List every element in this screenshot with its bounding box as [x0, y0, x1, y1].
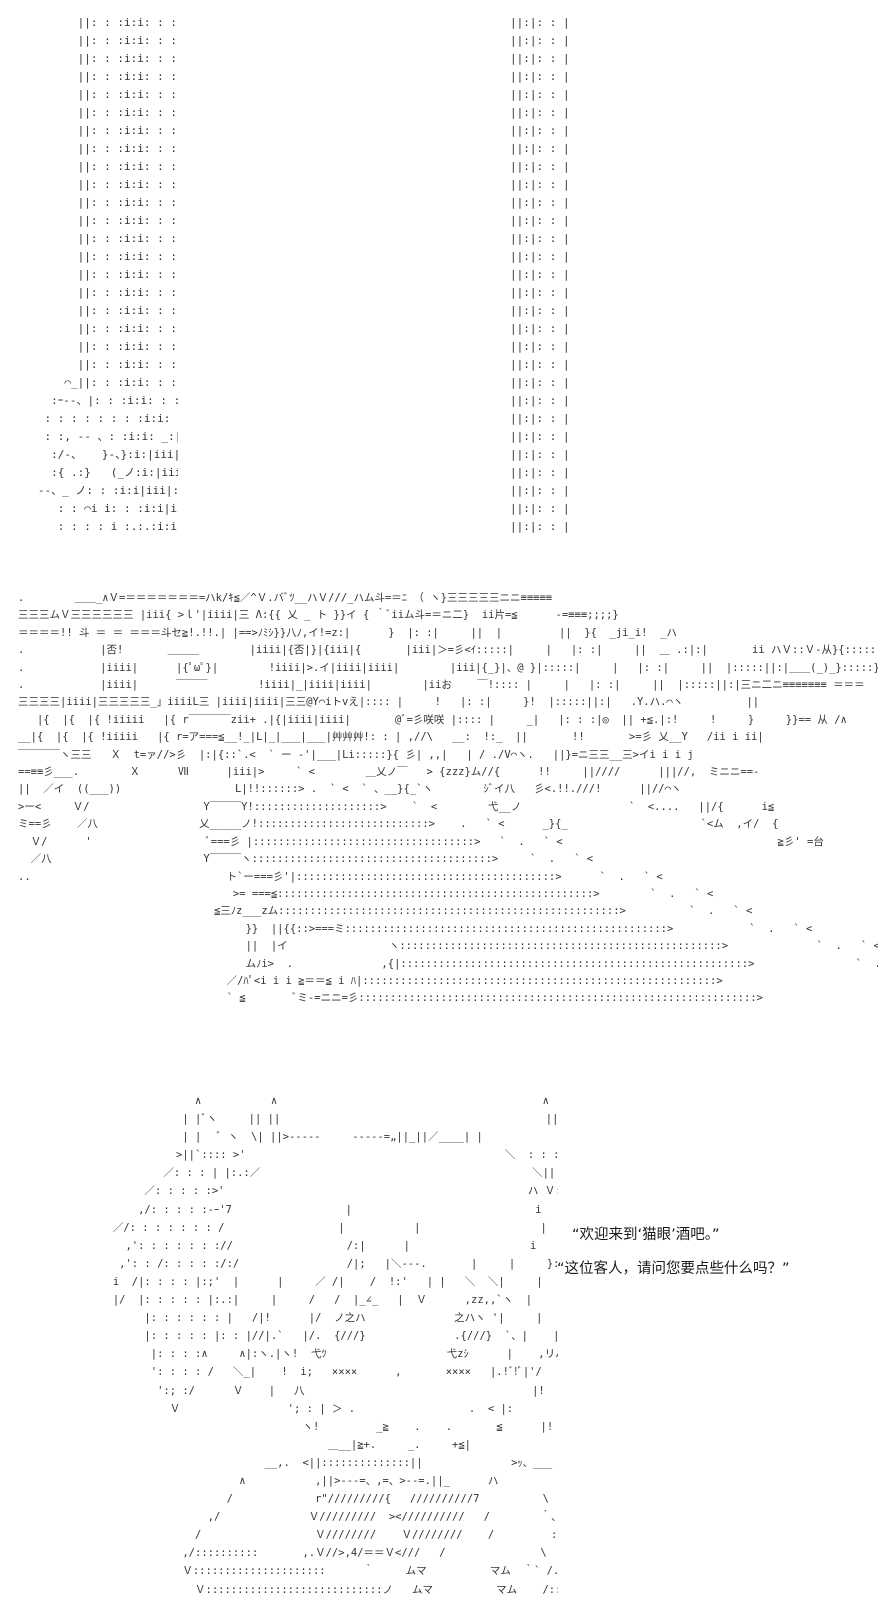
dialogue-line-order: “这位客人，请问您要点些什么吗？” [557, 1261, 790, 1277]
dialogue-line-welcome: “欢迎来到‘猫眼’酒吧。” [572, 1227, 720, 1243]
ascii-art-bar-scene: . ＿＿_∧Ｖ=＝＝＝＝＝＝＝=ハk/ｷ≦／^Ｖ.バﾞﾂ__ハＶ///_ハム斗=… [18, 592, 878, 1005]
ascii-art-right-pillar: ||:|: : | ||:|: : | ||:|: : | ||:|: : | … [510, 16, 570, 533]
ascii-art-character: ∧ ∧ ∧ >i | |ﾞヽ || || || || ／ | | | | [112, 1095, 558, 1596]
ascii-art-left-pillar: ||: : :i:i: : : | ||: : :i:i: : : | ||: … [37, 16, 178, 533]
